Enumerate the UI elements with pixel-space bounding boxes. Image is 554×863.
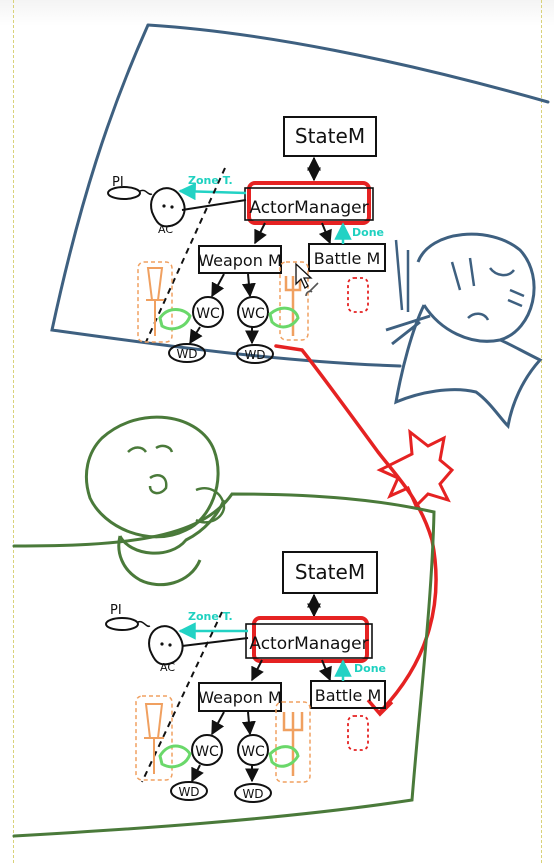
top-wc-left: WC (192, 296, 224, 328)
bottom-wc-left: WC (191, 734, 223, 766)
top-wd-left-label: WD (176, 347, 197, 361)
top-wd-right-label: WD (244, 348, 265, 362)
bottom-wd-left: WD (170, 781, 208, 801)
top-statem-box: StateM (283, 116, 377, 157)
bottom-wd-right-label: WD (242, 787, 263, 801)
top-weaponm-label: Weapon M (198, 251, 282, 270)
canvas-border-right (541, 0, 542, 863)
bottom-sword-weapon (135, 695, 173, 781)
bottom-ac-label: AC (160, 661, 175, 674)
bottom-actormanager-label: ActorManager (249, 634, 368, 654)
bottom-trident-weapon (275, 701, 311, 783)
top-blue-cartoon-figure (385, 232, 543, 430)
top-statem-label: StateM (295, 124, 365, 148)
bottom-green-hand-left (158, 744, 192, 769)
top-ac-label: AC (158, 223, 173, 236)
top-player-controller: PI (107, 175, 153, 200)
top-weaponm-box: Weapon M (198, 245, 282, 274)
top-pi-label: PI (112, 175, 124, 190)
bottom-ac-character: AC (148, 625, 184, 674)
bottom-weapon-wc1-arrow (211, 711, 225, 736)
bottom-zone-label: Zone T. (188, 610, 233, 623)
bottom-dashed-divider (141, 611, 223, 783)
top-weapon-wc1-arrow (211, 273, 225, 298)
bottom-actormanager-box: ActorManager (245, 616, 373, 663)
top-weapon-wc2-arrow (241, 273, 256, 298)
bottom-wc-wd-left (191, 764, 204, 783)
bottom-wd-right: WD (234, 783, 272, 803)
bottom-actor-weapon-arrow (251, 659, 264, 682)
bottom-green-hand-right (268, 745, 300, 768)
bottom-actor-battle-arrow (318, 659, 332, 682)
top-panel-outline (50, 23, 550, 368)
window-top-bar (0, 0, 554, 26)
top-green-hand-left (158, 308, 192, 331)
bottom-wc-left-label: WC (195, 744, 219, 760)
top-battlem-box: Battle M (308, 243, 386, 272)
top-sword-weapon (137, 261, 173, 343)
top-wc-left-label: WC (196, 306, 220, 322)
top-wd-left: WD (168, 343, 206, 363)
red-connector-line (274, 344, 438, 714)
canvas-border-left (13, 0, 14, 863)
top-actor-weapon-arrow (254, 222, 267, 245)
top-green-hand-right (268, 306, 300, 329)
bottom-wd-left-label: WD (178, 785, 199, 799)
bottom-wc-right-label: WC (241, 744, 265, 760)
top-red-dashed-slot (347, 277, 369, 313)
top-wc-wd-left (189, 326, 203, 345)
top-dashed-divider (145, 167, 226, 343)
bottom-battlem-box: Battle M (310, 680, 386, 709)
top-wc-right-label: WC (241, 306, 265, 322)
top-zone-arrow (178, 182, 247, 201)
top-actor-to-ac-line (181, 199, 247, 211)
red-connector-arrowhead (366, 698, 394, 717)
bottom-pi-label: PI (110, 603, 122, 618)
bottom-actor-to-ac-line (181, 637, 249, 647)
mouse-cursor-icon (295, 262, 313, 289)
bottom-wc-right: WC (237, 734, 269, 766)
bottom-done-label: Done (354, 662, 386, 675)
top-actor-battle-arrow (318, 222, 332, 245)
bottom-statem-label: StateM (295, 560, 365, 584)
top-wc-right: WC (237, 296, 269, 328)
bottom-weaponm-label: Weapon M (198, 688, 282, 707)
top-trident-weapon (279, 261, 309, 341)
top-actormanager-label: ActorManager (249, 198, 368, 218)
bottom-weapon-wc2-arrow (241, 711, 256, 736)
top-wd-right: WD (236, 344, 274, 364)
bottom-red-dashed-slot (347, 715, 369, 751)
top-zone-label: Zone T. (188, 174, 233, 187)
top-battlem-label: Battle M (314, 249, 381, 268)
top-actormanager-box: ActorManager (244, 181, 374, 225)
top-ac-character: AC (150, 187, 186, 236)
bottom-battlem-label: Battle M (315, 686, 382, 705)
bottom-player-controller: PI (105, 603, 151, 631)
bottom-weaponm-box: Weapon M (198, 682, 282, 712)
red-explosion-mark (376, 428, 455, 509)
bottom-statem-box: StateM (282, 551, 378, 594)
brush-icon (305, 282, 319, 297)
bottom-green-cartoon-figure (84, 415, 226, 587)
top-done-label: Done (352, 226, 384, 239)
